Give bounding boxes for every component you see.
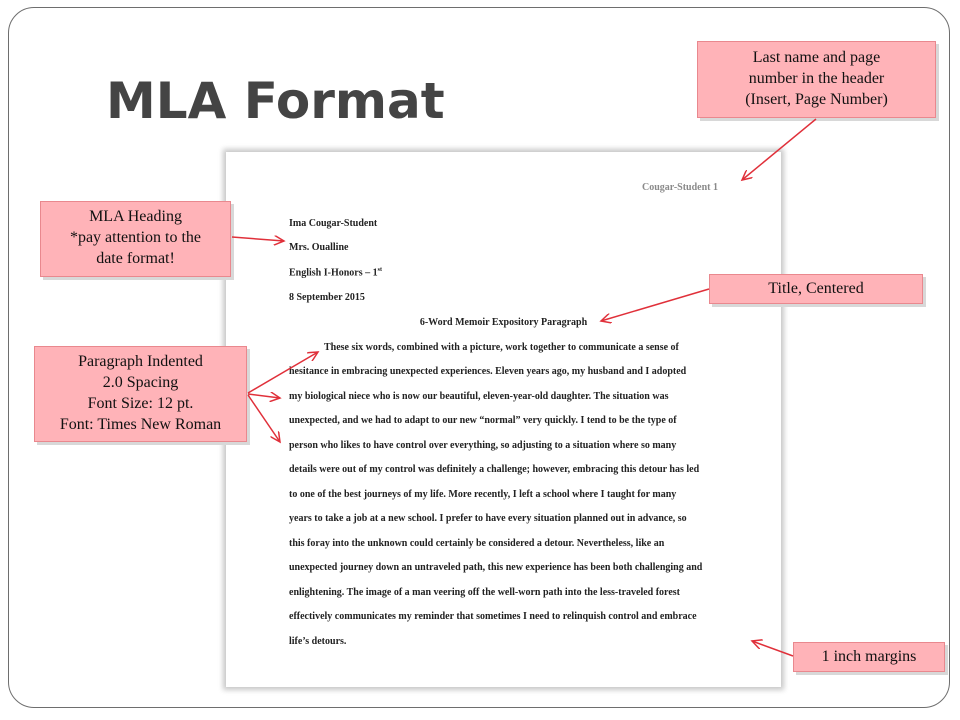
document-title: 6-Word Memoir Expository Paragraph bbox=[419, 317, 588, 328]
callout-margins-note: 1 inch margins bbox=[793, 642, 945, 672]
callout-line: 2.0 Spacing bbox=[102, 374, 179, 391]
arrow-paragraph-spacing bbox=[247, 394, 280, 398]
paragraph-line: person who likes to have control over ev… bbox=[289, 440, 677, 451]
arrow-paragraph-font bbox=[247, 394, 280, 442]
paragraph-line: this foray into the unknown could certai… bbox=[289, 538, 665, 549]
paragraph-line: details were out of my control was defin… bbox=[289, 464, 700, 475]
heading-teacher: Mrs. Oualline bbox=[289, 242, 349, 253]
callout-line: Font: Times New Roman bbox=[59, 416, 222, 433]
arrow-title bbox=[601, 288, 710, 321]
callout-heading-note: MLA Heading *pay attention to the date f… bbox=[40, 201, 231, 277]
slide-title: MLA Format bbox=[106, 72, 445, 130]
paragraph-line: to one of the best journeys of my life. … bbox=[289, 489, 677, 500]
paragraph-line: my biological niece who is now our beaut… bbox=[289, 391, 669, 402]
page-header: Cougar-Student 1 bbox=[641, 182, 718, 193]
heading-date: 8 September 2015 bbox=[289, 292, 365, 303]
paragraph-line: unexpected journey down an untraveled pa… bbox=[289, 562, 703, 573]
paragraph-line: effectively communicates my reminder tha… bbox=[289, 611, 697, 622]
arrow-header bbox=[742, 118, 817, 180]
callout-line: Paragraph Indented bbox=[78, 353, 203, 370]
paragraph-line: These six words, combined with a picture… bbox=[324, 342, 679, 353]
heading-course-text: English I-Honors – 1 bbox=[289, 267, 378, 279]
callout-line: (Insert, Page Number) bbox=[745, 91, 888, 108]
arrow-heading bbox=[231, 237, 284, 241]
heading-name: Ima Cougar-Student bbox=[289, 218, 378, 229]
callout-line: number in the header bbox=[748, 70, 885, 87]
callout-line: *pay attention to the bbox=[69, 229, 202, 246]
callout-line: Title, Centered bbox=[768, 280, 864, 297]
paragraph-line: unexpected, and we had to adapt to our n… bbox=[289, 415, 677, 426]
paragraph-line: years to take a job at a new school. I p… bbox=[289, 513, 687, 524]
heading-course: English I-Honors – 1st bbox=[289, 267, 382, 278]
arrow-paragraph-indent bbox=[247, 352, 318, 394]
callout-title-note: Title, Centered bbox=[709, 274, 923, 304]
paragraph-line: life’s detours. bbox=[289, 636, 347, 647]
callout-line: 1 inch margins bbox=[821, 648, 917, 665]
callout-header-note: Last name and page number in the header … bbox=[697, 41, 936, 118]
heading-course-sup: st bbox=[377, 267, 382, 273]
callout-line: Font Size: 12 pt. bbox=[87, 395, 194, 412]
document-page: Cougar-Student 1 Ima Cougar-Student Mrs.… bbox=[226, 152, 781, 687]
callout-paragraph-note: Paragraph Indented 2.0 Spacing Font Size… bbox=[34, 346, 247, 442]
paragraph-line: enlightening. The image of a man veering… bbox=[289, 587, 680, 598]
arrow-margins bbox=[752, 641, 794, 657]
callout-line: MLA Heading bbox=[89, 208, 182, 225]
paragraph-line: hesitance in embracing unexpected experi… bbox=[289, 366, 687, 377]
callout-line: date format! bbox=[96, 250, 175, 267]
callout-line: Last name and page bbox=[752, 49, 881, 66]
